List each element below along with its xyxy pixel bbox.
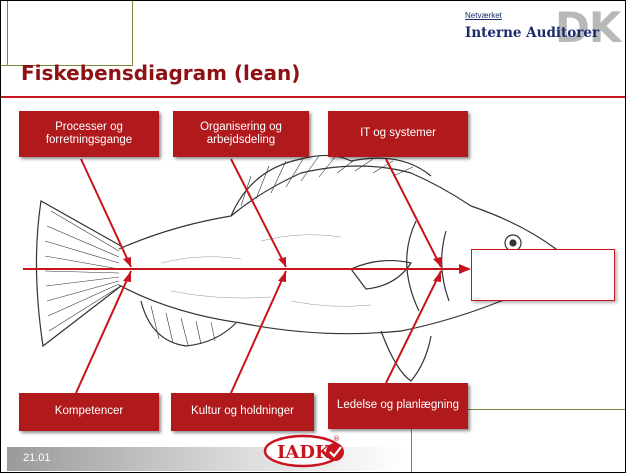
fish-anal-fin xyxy=(140,300,237,347)
fish-pectoral-fin xyxy=(350,259,412,290)
bone-it xyxy=(385,158,442,268)
cause-label-ledelse: Ledelse og planlægning xyxy=(336,399,460,412)
logo-network-text: Netværket xyxy=(465,11,502,20)
iadk-logo: IADK ® xyxy=(263,434,344,468)
arrow-processer xyxy=(123,257,131,267)
title-rule xyxy=(1,96,625,98)
arrow-it xyxy=(433,257,441,267)
fish-tail-rays xyxy=(44,210,120,332)
decor-line-top-h xyxy=(1,65,133,66)
bone-ledelse xyxy=(385,270,442,384)
cause-box-kultur: Kultur og holdninger xyxy=(171,393,314,431)
arrowheads xyxy=(123,257,471,282)
fish-tail xyxy=(35,200,122,348)
arrow-kultur xyxy=(278,271,286,282)
bone-organisering xyxy=(230,158,287,268)
fish-body-top xyxy=(118,165,567,264)
decor-line-top-v xyxy=(132,1,133,65)
spine-arrowhead xyxy=(459,264,471,274)
cause-label-kompetencer: Kompetencer xyxy=(54,405,124,418)
bone-processer xyxy=(80,158,132,268)
cause-label-processer: Processer og forretningsgange xyxy=(45,120,133,146)
fish-dorsal-rays xyxy=(240,155,414,207)
bone-kompetencer xyxy=(75,270,132,394)
cause-label-organisering: Organisering og arbejdsdeling xyxy=(200,120,282,146)
cause-box-organisering: Organisering og arbejdsdeling xyxy=(173,111,309,157)
fish-anal-rays xyxy=(150,305,216,346)
cause-label-it: IT og systemer xyxy=(360,127,436,140)
arrow-kompetencer xyxy=(123,271,131,282)
iadk-logo-text: IADK xyxy=(277,442,332,463)
fish-pelvic-fin xyxy=(380,330,432,382)
fish-gill xyxy=(441,230,450,302)
arrow-ledelse xyxy=(433,271,441,282)
iadk-check-badge xyxy=(326,443,344,461)
logo-dk: DK xyxy=(555,3,621,52)
arrow-organisering xyxy=(278,257,286,267)
decor-line-bottom-v xyxy=(411,409,412,472)
fish-gill-2 xyxy=(406,220,420,312)
fish-eye-pupil xyxy=(509,239,517,247)
cause-label-kultur: Kultur og holdninger xyxy=(191,405,294,418)
logo-org-text: Interne Auditorer xyxy=(465,25,600,41)
check-icon xyxy=(329,446,342,458)
effect-box xyxy=(471,249,615,301)
fishbone-lines xyxy=(23,158,469,394)
footer-date: 21.01 xyxy=(23,452,51,464)
interne-auditorer-logo: DK Netværket Interne Auditorer xyxy=(463,3,623,53)
iadk-registered-mark: ® xyxy=(333,435,340,443)
decor-line-bottom-h xyxy=(411,409,625,410)
slide-title: Fiskebensdiagram (lean) xyxy=(21,61,301,85)
cause-box-it: IT og systemer xyxy=(328,111,468,157)
bone-kultur xyxy=(230,270,287,394)
cause-box-ledelse: Ledelse og planlægning xyxy=(328,383,468,429)
cause-box-kompetencer: Kompetencer xyxy=(19,393,159,431)
cause-box-processer: Processer og forretningsgange xyxy=(19,111,159,157)
fish-scales xyxy=(160,234,372,307)
decor-line-top-v2 xyxy=(7,1,8,65)
